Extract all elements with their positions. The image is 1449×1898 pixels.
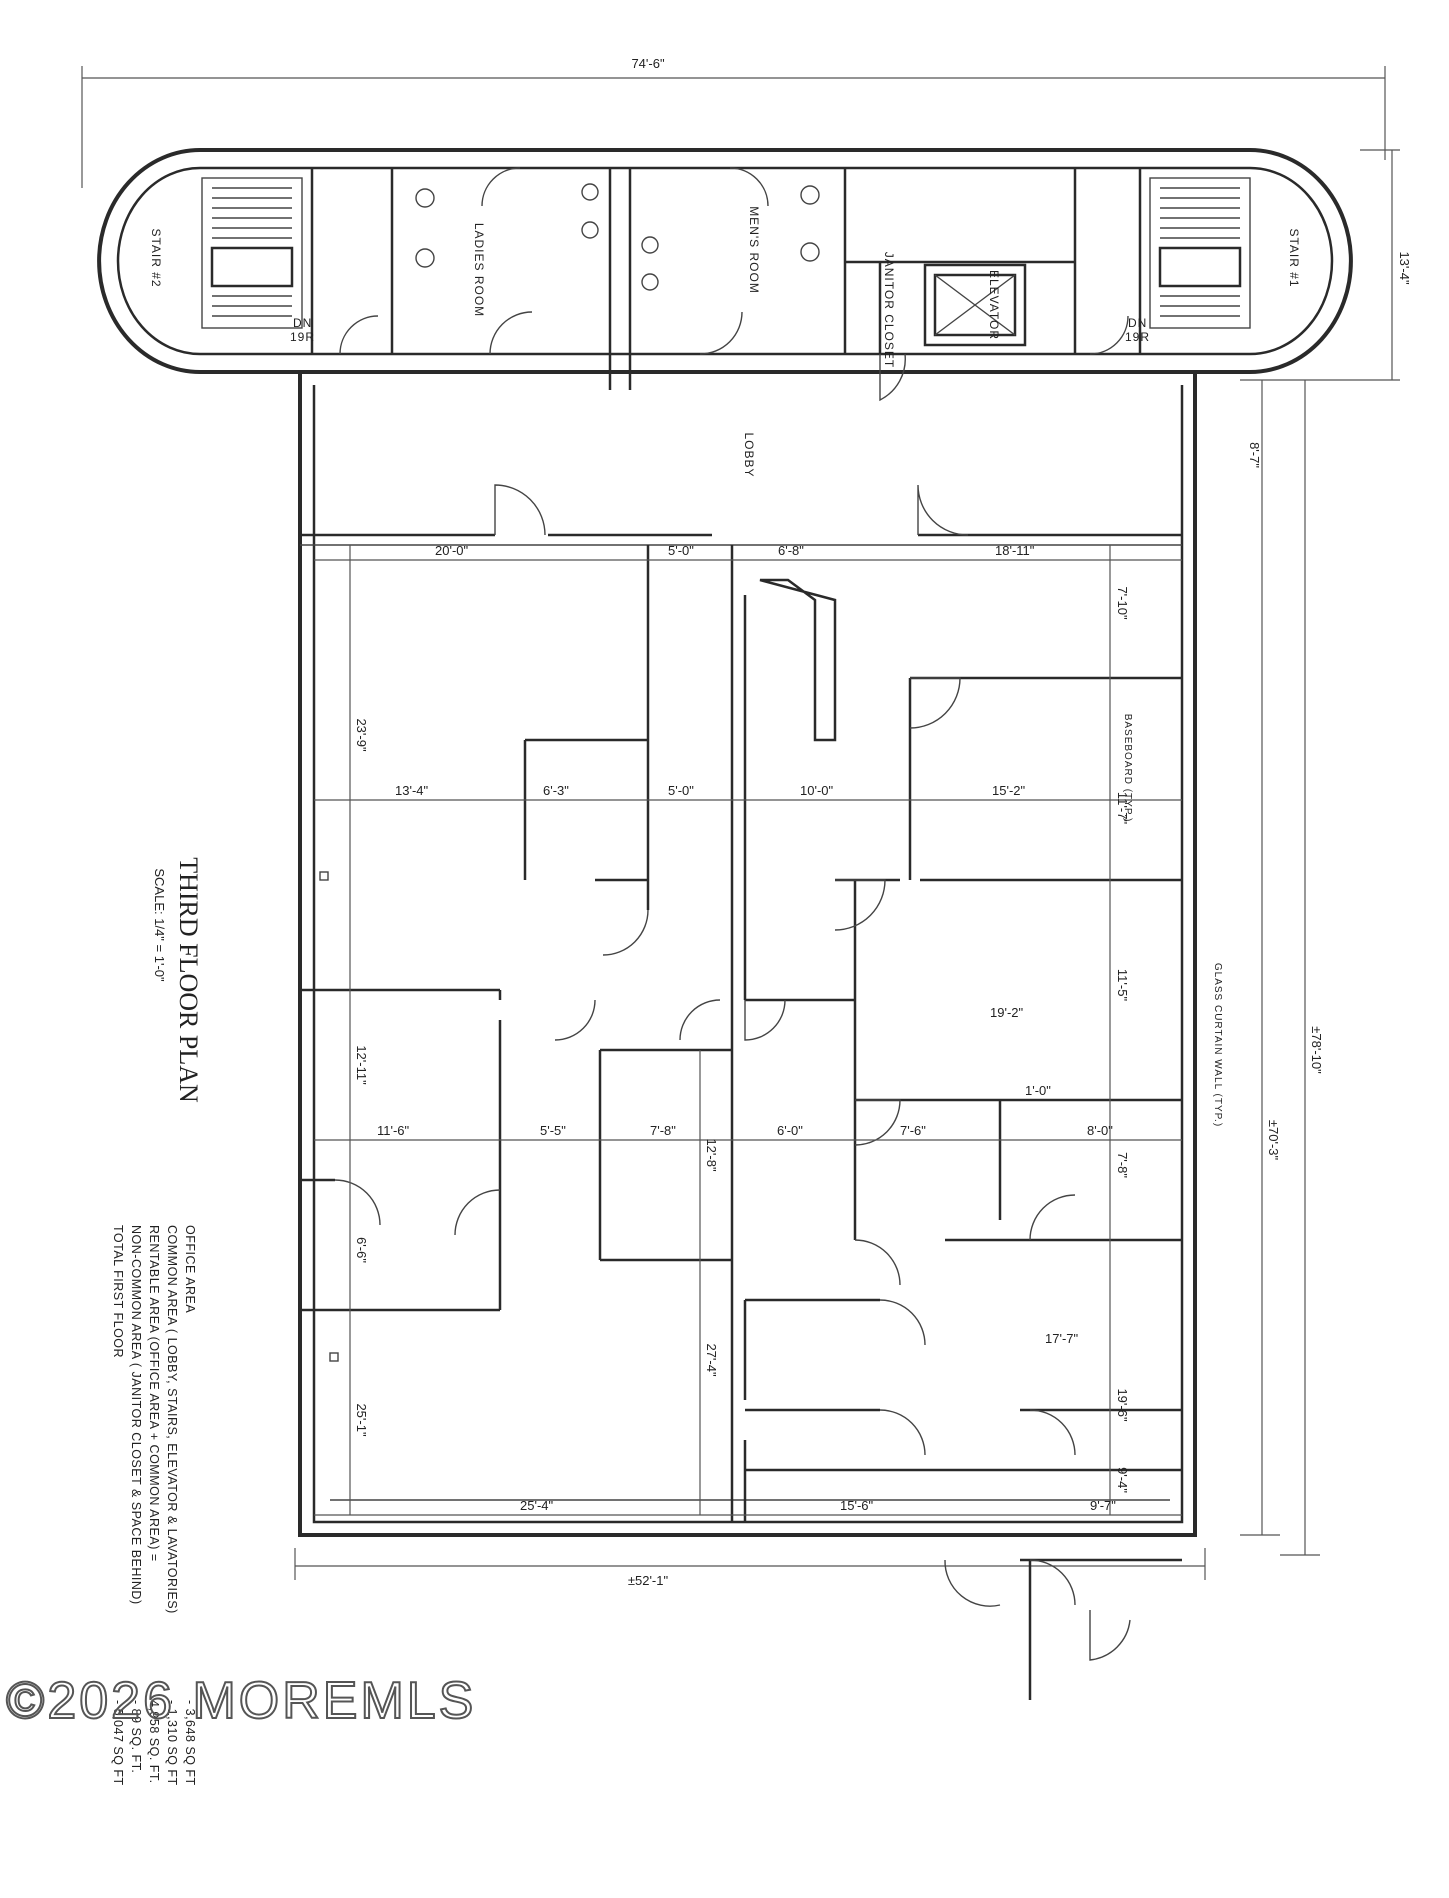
dim-text: 12'-11" [354, 1045, 369, 1085]
column-marker [319, 871, 329, 881]
office-width-dim: ±52'-1" [628, 1573, 669, 1588]
area-schedule: OFFICE AREA - 3,648 SQ FT COMMON AREA ( … [111, 1225, 197, 1786]
building-core [97, 148, 1353, 402]
stair-1-label: STAIR #1 [1287, 228, 1301, 287]
office-depth-dim: ±70'-3" [1266, 1120, 1281, 1161]
dim-text: 6'-0" [777, 1123, 803, 1138]
dim-text: 15'-2" [992, 783, 1026, 798]
dim-text: 10'-0" [800, 783, 834, 798]
dim-text: 9'-7" [1090, 1498, 1116, 1513]
dim-text: 7'-8" [650, 1123, 676, 1138]
dim-text: 7'-8" [1115, 1152, 1130, 1178]
interior-dimension-strings [314, 545, 1182, 1516]
dim-text: 1'-0" [1025, 1083, 1051, 1098]
stair-1-treads [1149, 177, 1251, 329]
dim-text: 18'-11" [995, 543, 1035, 558]
glass-curtain-wall-note: GLASS CURTAIN WALL (TYP.) [1212, 963, 1223, 1127]
dim-text: 15'-6" [840, 1498, 874, 1513]
elevator-label: ELEVATOR [987, 270, 1001, 340]
overall-depth-dim: ±78'-10" [1309, 1026, 1324, 1074]
dim-text: 23'-9" [354, 718, 369, 752]
dim-text: 5'-0" [668, 783, 694, 798]
plan-title: THIRD FLOOR PLAN [174, 857, 203, 1103]
area-value: 4,958 SQ. FT. [147, 1700, 161, 1784]
plan-scale: SCALE: 1/4" = 1'-0" [152, 868, 167, 982]
dim-text: 6'-6" [354, 1237, 369, 1263]
dim-text: 13'-4" [395, 783, 429, 798]
baseboard-note: BASEBOARD (TYP.) [1122, 714, 1133, 823]
dim-text: 6'-3" [543, 783, 569, 798]
area-value: - 1,310 SQ FT [165, 1700, 179, 1786]
core-depth-dim: 13'-4" [1397, 251, 1412, 285]
interior-partitions [300, 545, 1182, 1700]
mens-room-label: MEN'S ROOM [747, 206, 761, 294]
dim-text: 9'-4" [1115, 1467, 1130, 1493]
dim-text: 8'-0" [1087, 1123, 1113, 1138]
dim-text: 25'-1" [354, 1403, 369, 1437]
dim-text: 27'-4" [704, 1343, 719, 1377]
office-outline [298, 372, 1197, 1537]
dim-text: 25'-4" [520, 1498, 554, 1513]
area-value: - 5,047 SQ FT [111, 1700, 125, 1786]
copyright-watermark: ©2026 MOREMLS [6, 1672, 476, 1730]
area-label: COMMON AREA ( LOBBY, STAIRS, ELEVATOR & … [165, 1225, 179, 1614]
lobby-label: LOBBY [742, 432, 756, 477]
dim-text: 19'-2" [990, 1005, 1024, 1020]
area-label: TOTAL FIRST FLOOR [111, 1225, 125, 1358]
dimension-lines [81, 66, 1400, 1580]
dim-text: 5'-0" [668, 543, 694, 558]
stair-2-risers: 19R [290, 330, 315, 344]
dim-text: 19'-6" [1115, 1388, 1130, 1422]
room-labels: STAIR #2 DN 19R STAIR #1 DN 19R LADIES R… [149, 206, 1301, 1127]
dim-text: 11'-6" [377, 1123, 410, 1138]
dim-text: 7'-6" [900, 1123, 926, 1138]
stair-2-dn: DN [293, 316, 312, 330]
overall-width-dim: 74'-6" [631, 56, 665, 71]
dim-text: 11'-5" [1115, 969, 1130, 1002]
area-label: RENTABLE AREA (OFFICE AREA + COMMON AREA… [147, 1225, 161, 1562]
dim-text: 17'-7" [1045, 1331, 1079, 1346]
area-label: OFFICE AREA [183, 1225, 197, 1313]
stair-1-risers: 19R [1125, 330, 1150, 344]
janitor-closet-label: JANITOR CLOSET [882, 252, 896, 368]
stair-1-dn: DN [1128, 316, 1147, 330]
dim-text: 20'-0" [435, 543, 469, 558]
stair-2-treads [201, 177, 303, 329]
dim-text: 12'-8" [704, 1138, 719, 1172]
dim-text: 11'-7" [1115, 792, 1130, 825]
area-label: NON-COMMON AREA ( JANITOR CLOSET & SPACE… [129, 1225, 143, 1605]
lobby-depth-dim: 8'-7" [1247, 442, 1262, 468]
column-marker [329, 1352, 339, 1362]
door-swings [334, 677, 1131, 1661]
area-value: - 3,648 SQ FT [183, 1700, 197, 1786]
ladies-room-label: LADIES ROOM [472, 223, 486, 317]
dim-text: 6'-8" [778, 543, 804, 558]
restroom-fixtures [415, 167, 820, 355]
dim-text: 5'-5" [540, 1123, 566, 1138]
dim-text: 7'-10" [1115, 586, 1130, 620]
dimension-text: 74'-6" ±52'-1" 20'-0" 5'-0" 6'-8" 18'-11… [354, 56, 1412, 1588]
area-value: - 89 SQ. FT. [129, 1700, 143, 1773]
stair-2-label: STAIR #2 [149, 228, 163, 287]
